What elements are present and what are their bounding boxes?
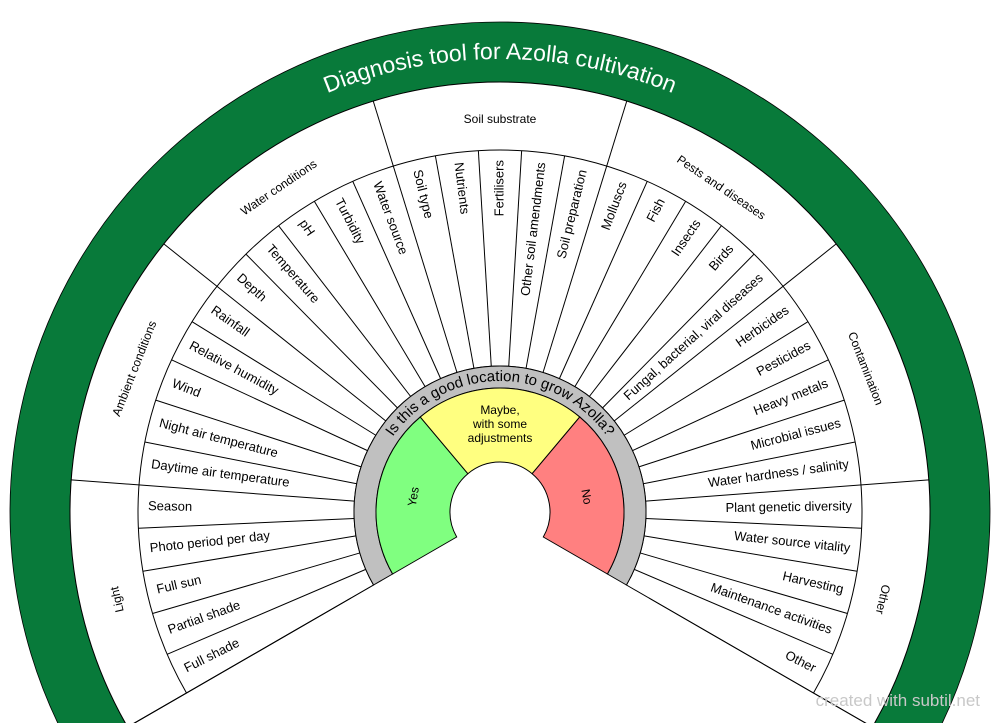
category-divider — [671, 479, 929, 500]
item-divider — [477, 150, 492, 367]
item-divider — [152, 552, 360, 614]
category-label: Other — [873, 583, 893, 615]
category-label: Soil substrate — [464, 112, 537, 126]
item-divider — [602, 253, 755, 409]
item-divider — [313, 200, 426, 387]
category-label: Light — [107, 585, 127, 614]
item-divider — [643, 535, 858, 572]
item-divider — [638, 399, 845, 468]
item-divider — [365, 404, 387, 422]
item-divider — [352, 181, 442, 379]
factor-label: Nutrients — [452, 161, 473, 215]
item-divider — [632, 359, 829, 452]
item-divider — [558, 181, 648, 379]
category-divider — [372, 100, 450, 348]
answer-sector — [375, 416, 469, 575]
item-divider — [634, 568, 834, 655]
item-divider — [434, 155, 475, 369]
credit-text: created with subtil.net — [815, 691, 980, 710]
item-divider — [588, 225, 722, 397]
item-divider — [645, 518, 862, 529]
item-divider — [171, 359, 368, 452]
category-divider — [648, 597, 867, 723]
item-divider — [574, 200, 687, 387]
item-divider — [613, 404, 635, 422]
answer-label: Yes — [405, 486, 422, 508]
category-divider — [71, 479, 329, 500]
answer-sector — [419, 387, 581, 475]
item-divider — [155, 399, 362, 468]
item-divider — [645, 498, 672, 502]
item-divider — [448, 347, 458, 373]
item-divider — [166, 568, 366, 655]
item-divider — [142, 535, 357, 572]
item-divider — [278, 225, 412, 397]
answer-label: No — [578, 488, 595, 506]
item-divider — [245, 253, 398, 409]
item-divider — [508, 150, 523, 367]
item-divider — [133, 584, 374, 723]
category-divider — [163, 243, 366, 406]
item-divider — [525, 155, 566, 369]
item-divider — [138, 518, 355, 529]
answer-sector — [531, 416, 625, 575]
factor-label: Season — [148, 498, 192, 514]
category-divider — [634, 243, 837, 406]
item-divider — [328, 498, 355, 502]
item-divider — [191, 321, 377, 436]
item-divider — [643, 441, 856, 485]
item-divider — [542, 347, 552, 373]
category-divider — [550, 100, 628, 348]
item-divider — [640, 552, 848, 614]
category-ring — [137, 149, 863, 694]
item-divider — [144, 441, 357, 485]
factor-label: Plant genetic diversity — [725, 498, 852, 515]
factor-label: Fertilisers — [491, 160, 506, 217]
item-divider — [623, 321, 809, 436]
